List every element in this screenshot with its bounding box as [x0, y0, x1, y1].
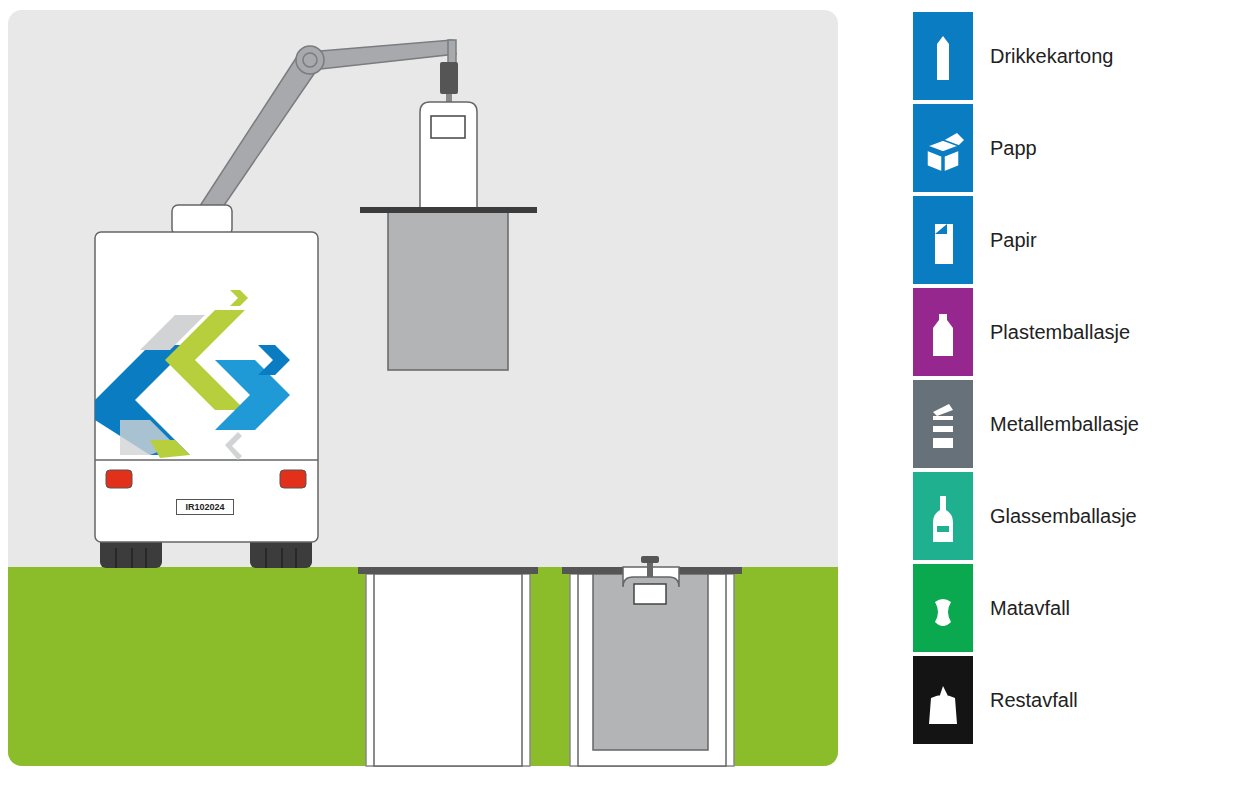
legend-entry: Plastemballasje [913, 288, 1130, 376]
filled-pit [562, 556, 742, 766]
ground [8, 567, 838, 766]
legend-icon [913, 656, 973, 744]
legend-entry: Glassemballasje [913, 472, 1137, 560]
legend-label: Papp [990, 137, 1037, 160]
legend-entry: Matavfall [913, 564, 1070, 652]
legend-entry: Metallemballasje [913, 380, 1139, 468]
legend-swatch [913, 472, 973, 560]
legend-swatch [913, 12, 973, 100]
sky-panel [8, 10, 838, 766]
legend-swatch [913, 288, 973, 376]
legend-label: Plastemballasje [990, 321, 1130, 344]
crane-arm [196, 40, 456, 220]
legend-entry: Papir [913, 196, 1037, 284]
legend-label: Drikkekartong [990, 45, 1113, 68]
legend-swatch [913, 380, 973, 468]
legend-icon [913, 196, 973, 284]
legend-icon [913, 564, 973, 652]
legend-label: Papir [990, 229, 1037, 252]
lifted-container [360, 62, 537, 370]
garbage-truck [95, 205, 318, 568]
legend-entry: Drikkekartong [913, 12, 1113, 100]
legend-icon [913, 288, 973, 376]
legend-entry: Restavfall [913, 656, 1078, 744]
legend-icon [913, 104, 973, 192]
legend-swatch [913, 564, 973, 652]
legend-icon [913, 12, 973, 100]
legend-icon [913, 472, 973, 560]
empty-pit [358, 567, 538, 766]
legend-icon [913, 380, 973, 468]
legend-label: Restavfall [990, 689, 1078, 712]
legend-swatch [913, 656, 973, 744]
legend-swatch [913, 104, 973, 192]
legend-entry: Papp [913, 104, 1037, 192]
legend-label: Metallemballasje [990, 413, 1139, 436]
plate-number: IR102024 [185, 503, 224, 512]
legend-label: Glassemballasje [990, 505, 1137, 528]
legend-label: Matavfall [990, 597, 1070, 620]
license-plate: IR102024 [176, 499, 234, 515]
legend-swatch [913, 196, 973, 284]
